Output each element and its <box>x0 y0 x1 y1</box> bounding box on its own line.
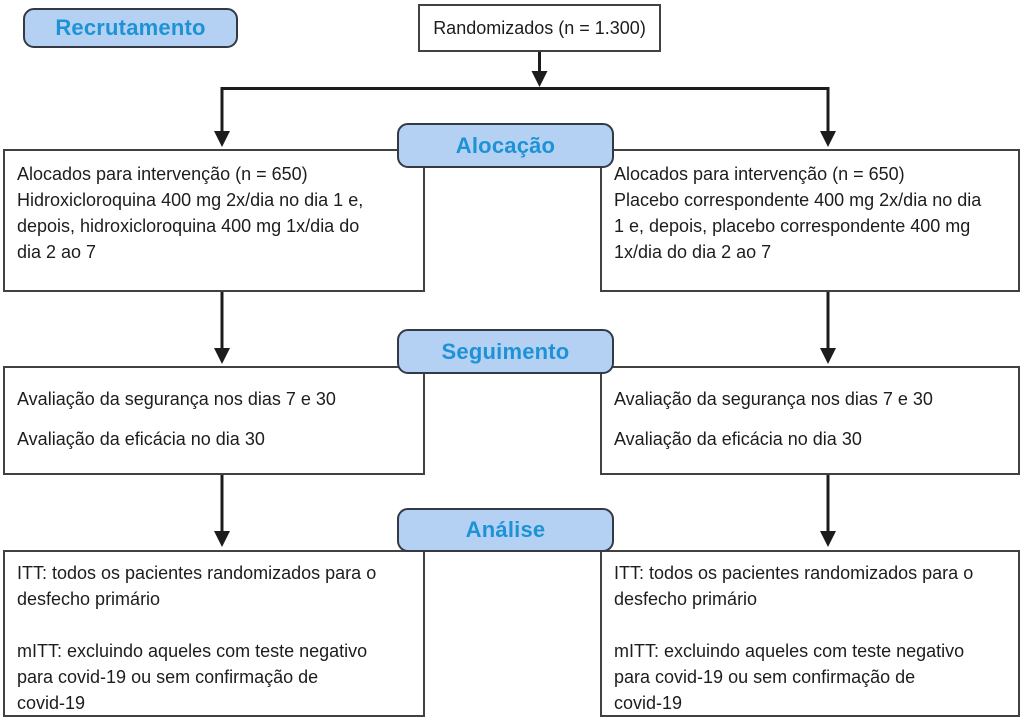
arrow-head-icon <box>214 531 230 547</box>
arrow-head-icon <box>214 348 230 364</box>
followup-text: Avaliação da segurança nos dias 7 e 30 <box>17 386 411 412</box>
text-line: Hidroxicloroquina 400 mg 2x/dia no dia 1… <box>17 190 364 210</box>
stage-allocation-pill: Alocação <box>397 123 614 168</box>
text-line: 1 e, depois, placebo correspondente 400 … <box>614 216 971 236</box>
text-line: para covid-19 ou sem confirmação de <box>614 667 916 687</box>
stage-recruitment-label: Recrutamento <box>55 15 206 40</box>
analysis-text-itt: ITT: todos os pacientes randomizados par… <box>17 560 411 612</box>
text-line: mITT: excluindo aqueles com teste negati… <box>17 641 368 661</box>
arrow-head-icon <box>820 348 836 364</box>
text-line: Alocados para intervenção (n = 650) <box>614 164 905 184</box>
stage-allocation-label: Alocação <box>455 132 556 158</box>
analysis-box-intervention: ITT: todos os pacientes randomizados par… <box>3 550 425 717</box>
text-line: Placebo correspondente 400 mg 2x/dia no … <box>614 190 982 210</box>
followup-text: Avaliação da eficácia no dia 30 <box>17 426 411 452</box>
text-line: Alocados para intervenção (n = 650) <box>17 164 308 184</box>
followup-text: Avaliação da eficácia no dia 30 <box>614 426 1006 452</box>
followup-box-intervention: Avaliação da segurança nos dias 7 e 30 A… <box>3 366 425 475</box>
text-line: depois, hidroxicloroquina 400 mg 1x/dia … <box>17 216 360 236</box>
arrow-head-icon <box>820 131 836 147</box>
text-line: para covid-19 ou sem confirmação de <box>17 667 319 687</box>
text-line: 1x/dia do dia 2 ao 7 <box>614 242 772 262</box>
allocation-box-intervention: Alocados para intervenção (n = 650) Hidr… <box>3 149 425 292</box>
arrow-head-icon <box>531 71 548 87</box>
text-line: desfecho primário <box>614 589 758 609</box>
stage-analysis-label: Análise <box>465 517 546 542</box>
text-line: Avaliação da segurança nos dias 7 e 30 <box>614 389 933 409</box>
allocation-text: Alocados para intervenção (n = 650) Hidr… <box>17 161 411 265</box>
arrow-head-icon <box>214 131 230 147</box>
text-line: dia 2 ao 7 <box>17 242 97 262</box>
stage-followup-pill: Seguimento <box>397 329 614 374</box>
randomized-label: Randomizados (n = 1.300) <box>433 18 646 38</box>
text-line: mITT: excluindo aqueles com teste negati… <box>614 641 965 661</box>
analysis-text-mitt: mITT: excluindo aqueles com teste negati… <box>17 638 411 716</box>
text-line: Avaliação da segurança nos dias 7 e 30 <box>17 389 336 409</box>
text-line: covid-19 <box>17 693 86 713</box>
text-line: desfecho primário <box>17 589 161 609</box>
analysis-text-mitt: mITT: excluindo aqueles com teste negati… <box>614 638 1006 716</box>
text-line: covid-19 <box>614 693 683 713</box>
arrow-head-icon <box>820 531 836 547</box>
text-line: Avaliação da eficácia no dia 30 <box>614 429 862 449</box>
text-line: Avaliação da eficácia no dia 30 <box>17 429 265 449</box>
randomized-box: Randomizados (n = 1.300) <box>418 4 661 52</box>
analysis-text-itt: ITT: todos os pacientes randomizados par… <box>614 560 1006 612</box>
allocation-text: Alocados para intervenção (n = 650) Plac… <box>614 161 1006 265</box>
analysis-box-placebo: ITT: todos os pacientes randomizados par… <box>600 550 1020 717</box>
followup-box-placebo: Avaliação da segurança nos dias 7 e 30 A… <box>600 366 1020 475</box>
allocation-box-placebo: Alocados para intervenção (n = 650) Plac… <box>600 149 1020 292</box>
stage-recruitment-pill: Recrutamento <box>23 8 238 48</box>
text-line: ITT: todos os pacientes randomizados par… <box>17 563 377 583</box>
stage-followup-label: Seguimento <box>441 338 570 364</box>
followup-text: Avaliação da segurança nos dias 7 e 30 <box>614 386 1006 412</box>
text-line: ITT: todos os pacientes randomizados par… <box>614 563 974 583</box>
stage-analysis-pill: Análise <box>397 508 614 552</box>
